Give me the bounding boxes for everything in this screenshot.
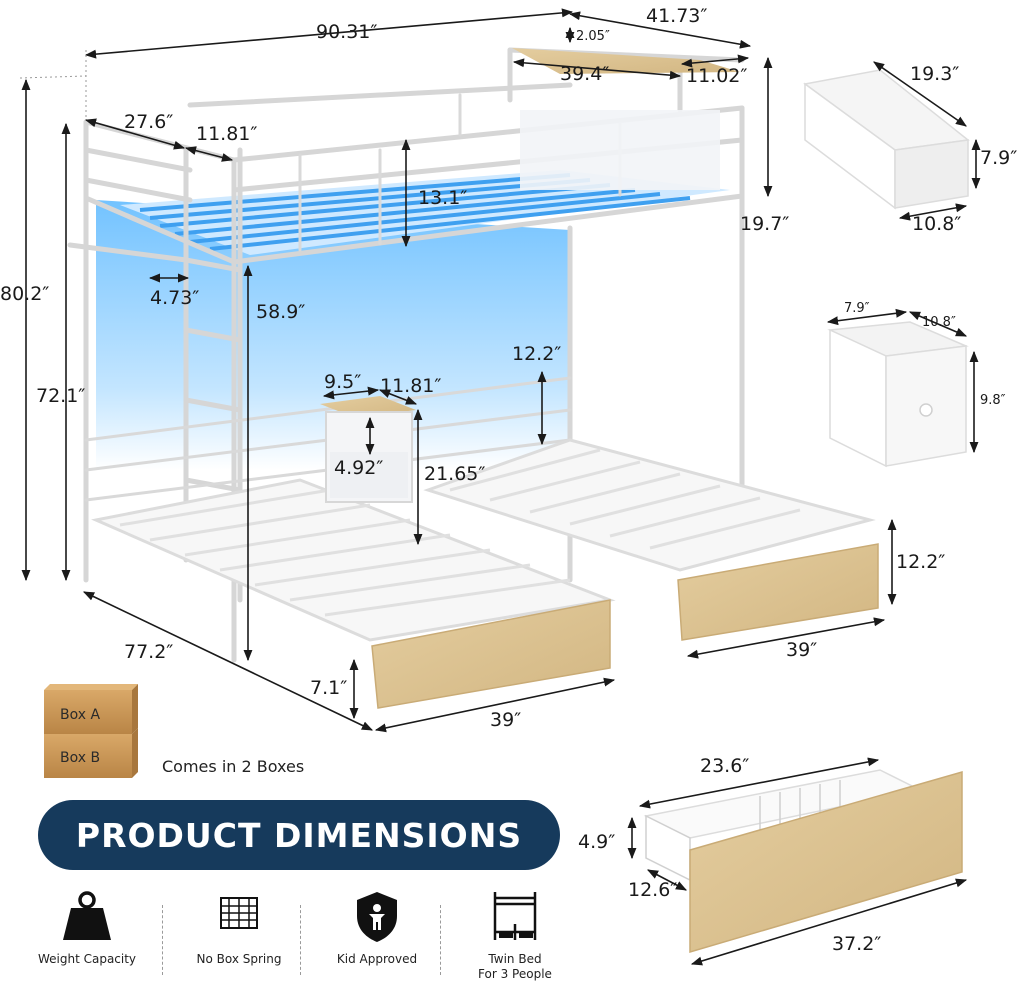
dim-small-bin-height: 9.8″ (980, 393, 1006, 408)
mattress-icon (209, 888, 269, 946)
dim-guardrail-height: 13.1″ (418, 187, 467, 209)
feature-label: No Box Spring (196, 952, 282, 966)
dim-nightstand-shelf: 4.92″ (334, 457, 383, 479)
box-a-label: Box A (60, 707, 100, 723)
dim-under-bunk-clearance: 58.9″ (256, 301, 305, 323)
dim-small-bin-depth: 10.8″ (922, 315, 956, 330)
dim-drawer-depth: 12.6″ (628, 879, 677, 901)
dim-drawer-width: 23.6″ (700, 755, 749, 777)
dimension-labels: 90.31″ 41.73″ 2.05″ 39.4″ 11.02″ 27.6″ 1… (0, 5, 1017, 955)
dim-right-bed-width: 39″ (786, 639, 817, 661)
box-b-label: Box B (60, 750, 100, 766)
feature-weight-capacity: Weight Capacity (22, 888, 152, 967)
feature-divider (300, 905, 301, 975)
dim-nightstand-width: 9.5″ (324, 371, 361, 393)
dim-drawer-front-length: 37.2″ (832, 933, 881, 955)
dim-ladder-width: 27.6″ (124, 111, 173, 133)
dim-left-bed-width: 39″ (490, 709, 521, 731)
dim-large-bin-height: 7.9″ (980, 147, 1017, 169)
boxes-caption: Comes in 2 Boxes (162, 757, 305, 776)
dim-drawer-height: 4.9″ (578, 831, 615, 853)
weight-icon (57, 888, 117, 946)
dim-small-bin-width: 7.9″ (844, 301, 870, 316)
feature-label: Weight Capacity (37, 952, 137, 966)
dim-nightstand-height: 21.65″ (424, 463, 486, 485)
nightstand (320, 396, 416, 503)
dim-left-footboard-height: 7.1″ (310, 677, 347, 699)
feature-divider (162, 905, 163, 975)
product-dimensions-banner: PRODUCT DIMENSIONS (38, 800, 560, 870)
dim-nightstand-depth: 11.81″ (380, 375, 442, 397)
feature-label: Twin Bed For 3 People (450, 952, 580, 982)
shield-kid-icon (347, 888, 407, 946)
dim-shelf-thickness: 2.05″ (576, 29, 610, 44)
feature-kid-approved: Kid Approved (312, 888, 442, 967)
lower-right-bed (423, 438, 879, 641)
bunk-bed-icon (485, 888, 545, 946)
dim-shelf-depth: 11.02″ (686, 65, 748, 87)
dim-right-footboard: 12.2″ (896, 551, 945, 573)
right-footboard (677, 543, 879, 641)
feature-twin-bed: Twin Bed For 3 People (450, 888, 580, 982)
shipping-boxes: Box A Box B (44, 684, 138, 778)
small-storage-bin (827, 321, 969, 468)
dim-rung-spacing: 4.73″ (150, 287, 199, 309)
feature-no-box-spring: No Box Spring (174, 888, 304, 967)
dim-top-bunk-height: 72.1″ (36, 385, 85, 407)
dimension-arrows (19, 8, 981, 966)
dim-total-length: 90.31″ (316, 21, 378, 43)
dim-bed-length: 77.2″ (124, 641, 173, 663)
banner-title: PRODUCT DIMENSIONS (75, 815, 523, 855)
dim-total-height: 80.2″ (0, 283, 49, 305)
feature-divider (440, 905, 441, 975)
dim-shelf-width: 39.4″ (560, 63, 609, 85)
feature-label-line1: Twin Bed (488, 952, 542, 966)
upper-shelf-bins (520, 110, 720, 190)
large-storage-bin (803, 69, 970, 210)
dim-large-bin-depth: 10.8″ (912, 213, 961, 235)
dim-ladder-offset: 11.81″ (196, 123, 258, 145)
dim-large-bin-width: 19.3″ (910, 63, 959, 85)
dim-shelf-length: 41.73″ (646, 5, 708, 27)
dim-top-post-height: 19.7″ (740, 213, 789, 235)
feature-label: Kid Approved (336, 952, 418, 966)
dim-lower-headboard: 12.2″ (512, 343, 561, 365)
feature-label-line2: For 3 People (478, 967, 552, 981)
underbed-drawer (643, 769, 963, 954)
